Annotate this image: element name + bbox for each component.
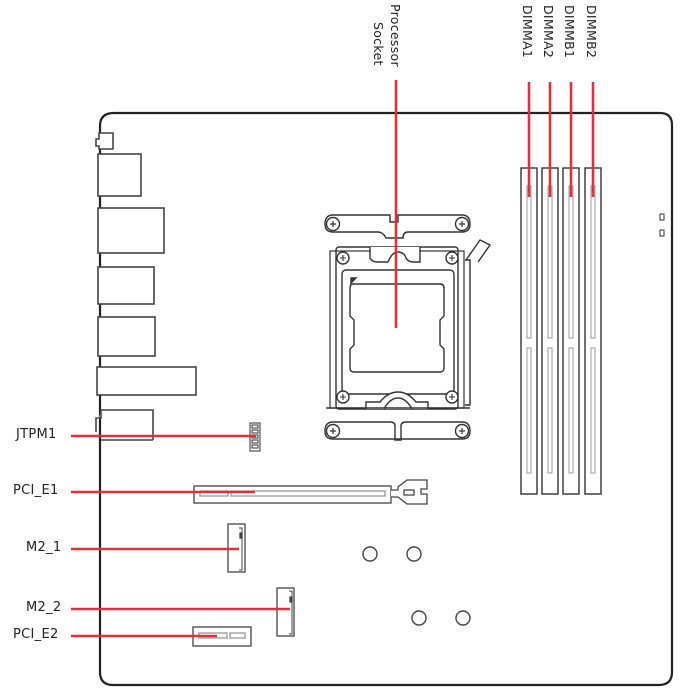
label-pci-e1: PCI_E1: [13, 483, 59, 498]
label-dimmb2: DIMMB2: [584, 5, 599, 59]
mounting-hole: [455, 610, 471, 626]
label-dimmb1: DIMMB1: [562, 5, 577, 59]
label-dimma1: DIMMA1: [520, 5, 535, 59]
mounting-hole: [362, 546, 378, 562]
m2-2-slot: [276, 587, 295, 637]
io-connector-6: [95, 409, 154, 441]
mounting-holes: [362, 546, 471, 626]
processor-socket: [324, 214, 492, 441]
label-processor: Processor: [388, 4, 403, 67]
small-header-2: [659, 229, 665, 237]
io-connector-2: [97, 207, 165, 254]
rear-io-panel: [95, 132, 197, 441]
board-outline: [98, 111, 674, 687]
label-pci-e2: PCI_E2: [13, 627, 59, 642]
mounting-hole: [411, 610, 427, 626]
io-connector-3: [97, 266, 155, 305]
label-m2-1: M2_1: [26, 540, 62, 555]
leader-lines: [71, 80, 595, 638]
dimm-slot-dimma2: [541, 167, 559, 495]
dimm-slot-dimma1: [520, 167, 538, 495]
small-header-1: [659, 213, 665, 221]
label-jtpm1: JTPM1: [16, 427, 57, 442]
dimm-slot-dimmb2: [584, 167, 602, 495]
mounting-hole: [406, 546, 422, 562]
dimm-slot-dimmb1: [562, 167, 580, 495]
io-connector-4: [97, 316, 156, 357]
label-socket: Socket: [371, 22, 386, 66]
dimm-slots: [520, 167, 602, 495]
label-m2-2: M2_2: [26, 600, 62, 615]
io-small-connector: [95, 132, 114, 150]
pci-e1-slot: [193, 479, 428, 505]
io-connector-5: [96, 366, 197, 396]
io-connector-1: [97, 153, 142, 197]
label-dimma2: DIMMA2: [541, 5, 556, 59]
